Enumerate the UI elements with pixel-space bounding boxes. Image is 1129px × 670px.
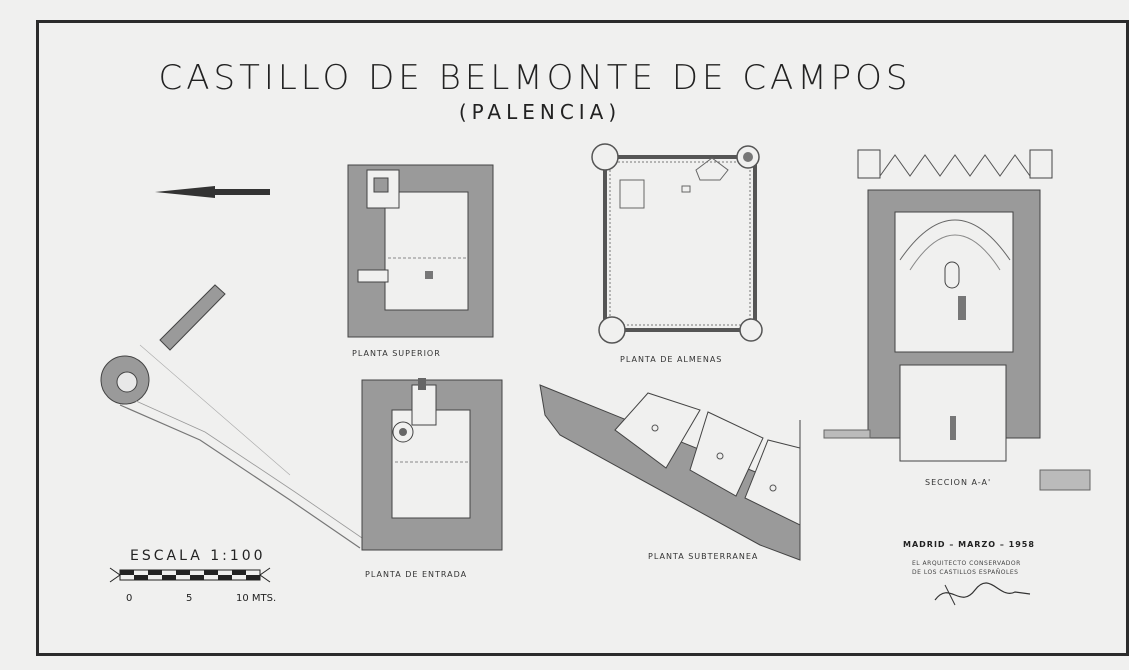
- label-underground-floor: PLANTA SUBTERRANEA: [648, 552, 759, 561]
- arrow-left-icon: [155, 186, 270, 198]
- sheet-title: CASTILLO DE BELMONTE DE CAMPOS: [158, 58, 912, 98]
- battlements-plan: [591, 143, 763, 344]
- label-entrance-floor: PLANTA DE ENTRADA: [365, 570, 468, 579]
- scale-tick-5: 5: [186, 593, 193, 604]
- scale-title: ESCALA 1:100: [130, 548, 266, 564]
- signature-icon: [934, 582, 1031, 606]
- site-plan: [100, 284, 366, 549]
- section-aa: [823, 149, 1091, 491]
- label-battlements: PLANTA DE ALMENAS: [620, 355, 723, 364]
- scale-bar: [109, 567, 271, 583]
- architect-note-1: EL ARQUITECTO CONSERVADOR: [912, 560, 1021, 567]
- label-section: SECCION A-A': [925, 478, 992, 487]
- architect-note-2: DE LOS CASTILLOS ESPAÑOLES: [912, 569, 1019, 576]
- scale-tick-10: 10 MTS.: [236, 593, 277, 604]
- entrance-floor-plan: [361, 378, 503, 551]
- drawing-date: MADRID – MARZO – 1958: [903, 540, 1035, 549]
- underground-floor-plan: [539, 384, 801, 561]
- sheet-subtitle: (PALENCIA): [458, 100, 622, 124]
- label-upper-floor: PLANTA SUPERIOR: [352, 349, 441, 358]
- scale-tick-0: 0: [126, 593, 133, 604]
- upper-floor-plan: [347, 164, 494, 338]
- sheet-border: [36, 20, 1129, 656]
